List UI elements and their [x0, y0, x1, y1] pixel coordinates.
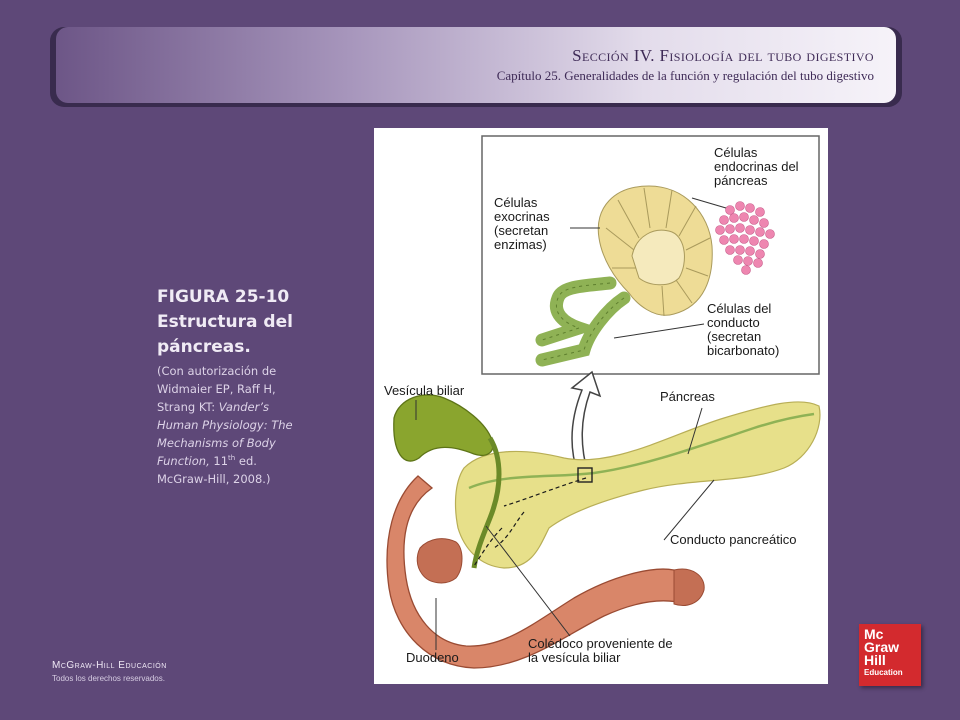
- credit-edition: 11: [209, 454, 229, 468]
- figure-title: Estructura del páncreas.: [157, 312, 293, 357]
- credit-prefix: (Con autorización de Widmaier EP, Raff H…: [157, 364, 277, 414]
- publisher-name: McGraw-Hill Educación: [52, 660, 167, 671]
- chapter-title: Capítulo 25. Generalidades de la función…: [496, 68, 874, 83]
- logo-line-2: Graw: [864, 639, 900, 655]
- pointer-pancreas: [687, 407, 703, 455]
- pancreas-figure: Células endocrinas del páncreas Células …: [374, 128, 828, 684]
- pancreas-illustration: [386, 135, 821, 669]
- flow-arrows: [473, 477, 587, 567]
- mcgraw-hill-logo: Mc Graw Hill Education: [859, 624, 921, 686]
- figure-caption: FIGURA 25-10 Estructura del páncreas. (C…: [157, 285, 307, 488]
- label-pancreatic-duct: Conducto pancreático: [670, 532, 797, 547]
- endocrine-islet: [715, 201, 775, 275]
- section-title: Sección IV. Fisiología del tubo digestiv…: [572, 46, 874, 65]
- pointer-bile-duct: [485, 525, 571, 637]
- label-duct-cells: Células del conducto (secretan bicarbona…: [707, 301, 780, 358]
- label-bile-duct: Colédoco proveniente de la vesícula bili…: [528, 636, 673, 665]
- gallbladder-organ: [393, 394, 502, 569]
- credit-edition-sup: th: [228, 454, 236, 463]
- magnify-arrow: [570, 370, 602, 475]
- credit-suffix: ed. McGraw-Hill, 2008.): [157, 454, 271, 486]
- logo-line-1: Mc: [864, 626, 884, 642]
- rights-notice: Todos los derechos reservados.: [52, 674, 165, 683]
- figure-credit: (Con autorización de Widmaier EP, Raff H…: [157, 362, 307, 488]
- logo-line-3: Hill: [864, 652, 886, 668]
- pointer-endocrine: [691, 197, 727, 209]
- magnified-region-box: [577, 467, 593, 483]
- pancreas-organ: [454, 401, 821, 569]
- duct-tube: [535, 276, 631, 367]
- credit-book-title: Vander’s Human Physiology: The Mechanism…: [157, 400, 293, 468]
- label-gallbladder: Vesícula biliar: [384, 383, 465, 398]
- acinus: [597, 185, 713, 317]
- figure-number: FIGURA 25-10: [157, 287, 290, 307]
- label-exocrine-cells: Células exocrinas (secretan enzimas): [494, 195, 550, 252]
- label-endocrine-cells: Células endocrinas del páncreas: [714, 145, 799, 188]
- pointer-duct-cells: [613, 323, 705, 339]
- header-banner: Sección IV. Fisiología del tubo digestiv…: [56, 27, 896, 103]
- label-duodenum: Duodeno: [406, 650, 459, 665]
- duodenum-organ: [386, 475, 705, 669]
- logo-line-4: Education: [864, 668, 903, 677]
- pointer-pancreatic-duct: [663, 479, 715, 541]
- label-pancreas: Páncreas: [660, 389, 715, 404]
